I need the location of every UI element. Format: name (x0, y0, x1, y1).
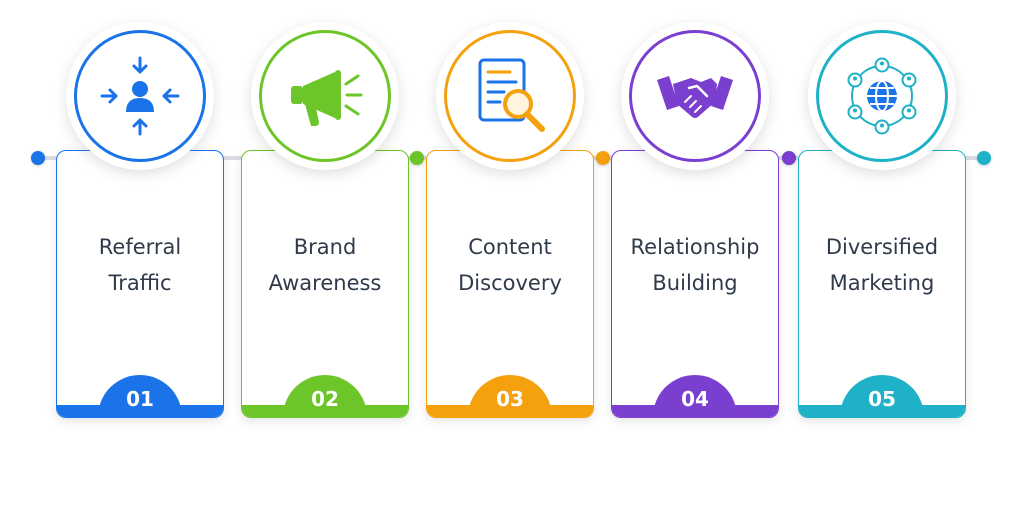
document-search-icon (478, 58, 545, 132)
step-card-diversified-marketing: Diversified Marketing 05 (798, 150, 966, 418)
step-title: Brand Awareness (248, 229, 402, 301)
step-title-line2: Building (652, 271, 738, 295)
step-title-line2: Marketing (829, 271, 935, 295)
timeline-dot (596, 151, 610, 165)
step-title: Content Discovery (433, 229, 587, 301)
step-icon-ring (816, 30, 948, 162)
step-number-badge: 04 (653, 375, 737, 417)
globe-network-icon (847, 57, 917, 135)
step-title-line1: Brand (293, 235, 357, 259)
step-title-line2: Traffic (108, 271, 172, 295)
timeline-dot (410, 151, 424, 165)
step-card-brand-awareness: Brand Awareness 02 (241, 150, 409, 418)
step-icon-ring (444, 30, 576, 162)
step-icon-circle (808, 22, 956, 170)
step-number-badge: 02 (283, 375, 367, 417)
timeline-dot (782, 151, 796, 165)
step-icon-circle (436, 22, 584, 170)
step-title: Relationship Building (618, 229, 772, 301)
step-card-referral-traffic: Referral Traffic 01 (56, 150, 224, 418)
step-icon-circle (251, 22, 399, 170)
step-number-badge: 03 (468, 375, 552, 417)
step-number-badge: 05 (840, 375, 924, 417)
step-title-line1: Content (468, 235, 552, 259)
step-icon-ring (259, 30, 391, 162)
step-card-relationship-building: Relationship Building 04 (611, 150, 779, 418)
step-title-line2: Discovery (458, 271, 562, 295)
step-title: Referral Traffic (63, 229, 217, 301)
step-title: Diversified Marketing (805, 229, 959, 301)
handshake-icon (657, 76, 733, 118)
step-title-line1: Referral (98, 235, 182, 259)
step-number-badge: 01 (98, 375, 182, 417)
megaphone-icon (291, 70, 363, 126)
step-icon-circle (621, 22, 769, 170)
step-title-line1: Diversified (825, 235, 939, 259)
referral-user-icon (100, 56, 180, 136)
step-title-line2: Awareness (268, 271, 382, 295)
timeline-dot (977, 151, 991, 165)
step-icon-circle (66, 22, 214, 170)
timeline-dot (31, 151, 45, 165)
step-icon-ring (629, 30, 761, 162)
step-title-line1: Relationship (630, 235, 760, 259)
step-card-content-discovery: Content Discovery 03 (426, 150, 594, 418)
step-icon-ring (74, 30, 206, 162)
